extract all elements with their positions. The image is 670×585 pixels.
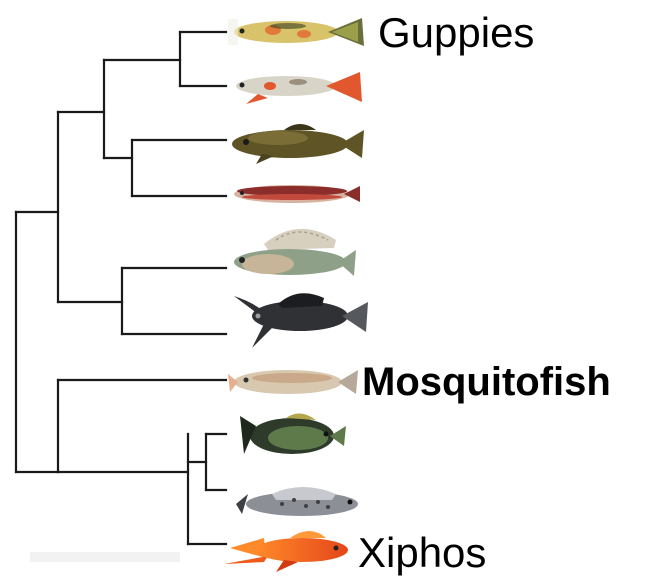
brown-livebearer-fish-icon xyxy=(232,124,364,164)
sailfin-livebearer-fish-icon xyxy=(234,229,356,276)
guppy-red-tail-fish-icon xyxy=(236,72,362,104)
mosquitofish-icon xyxy=(228,370,358,394)
taxon-label-mosquitofish: Mosquitofish xyxy=(362,362,611,402)
swordtail-fish-icon xyxy=(224,531,348,572)
taxon-label-xiphos: Xiphos xyxy=(358,532,486,574)
spotted-silver-fish-icon xyxy=(236,487,358,516)
black-molly-fish-icon xyxy=(234,293,368,348)
taxon-label-guppies: Guppies xyxy=(378,12,534,54)
green-platy-fish-icon xyxy=(240,413,346,454)
red-stripe-livebearer-fish-icon xyxy=(234,185,360,203)
watermark-strip xyxy=(30,552,180,562)
guppy-fish-icon xyxy=(228,18,364,46)
tree-branches xyxy=(16,32,226,544)
